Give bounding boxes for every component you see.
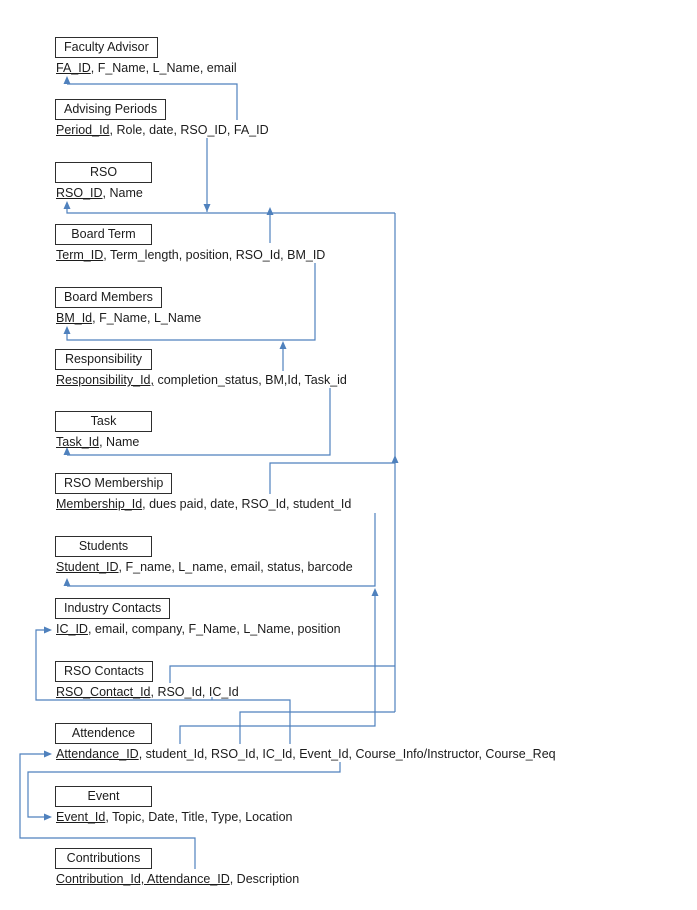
connector-advising-periods-to-faculty-advisor <box>63 76 238 120</box>
faculty-advisor-attributes: , F_Name, L_Name, email <box>90 61 237 75</box>
responsibility-fields: Responsibility_Id, completion_status, BM… <box>56 373 347 387</box>
advising-periods-fields: Period_Id, Role, date, RSO_ID, FA_ID <box>56 123 269 137</box>
connector-responsibility-to-task <box>63 388 331 456</box>
connector-board-term-to-rso <box>266 207 274 243</box>
attendence-fields: Attendance_ID, student_Id, RSO_Id, IC_Id… <box>56 747 556 761</box>
industry-contacts-box[interactable]: Industry Contacts <box>55 598 171 619</box>
industry-contacts-attributes: , email, company, F_Name, L_Name, positi… <box>87 622 341 636</box>
rso-attributes: , Name <box>102 186 143 200</box>
rso-membership-box[interactable]: RSO Membership <box>55 473 173 494</box>
attendence-primary-key: Attendance_ID <box>56 747 139 761</box>
event-primary-key: Event_Id <box>56 810 106 824</box>
contributions-box[interactable]: Contributions <box>55 848 152 869</box>
connector-contributions-to-attendance <box>19 750 196 869</box>
students-attributes: , F_name, L_name, email, status, barcode <box>118 560 353 574</box>
responsibility-attributes: completion_status, BM,Id, Task_id <box>153 373 347 387</box>
rso-membership-attributes: , dues paid, date, RSO_Id, student_Id <box>142 497 352 511</box>
rso-contacts-attributes: , RSO_Id, IC_Id <box>150 685 239 699</box>
advising-periods-attributes: , Role, date, RSO_ID, FA_ID <box>109 123 269 137</box>
industry-contacts-primary-key: IC_ID <box>56 622 88 636</box>
rso-box[interactable]: RSO <box>55 162 152 183</box>
connector-advising-periods-to-rso <box>203 138 211 212</box>
responsibility-primary-key: Responsibility_Id, <box>56 373 154 387</box>
board-term-box[interactable]: Board Term <box>55 224 152 245</box>
event-box[interactable]: Event <box>55 786 152 807</box>
students-box[interactable]: Students <box>55 536 152 557</box>
connector-bus-to-rso <box>63 201 395 214</box>
event-fields: Event_Id, Topic, Date, Title, Type, Loca… <box>56 810 293 824</box>
advising-periods-box[interactable]: Advising Periods <box>55 99 167 120</box>
connector-responsibility-to-board-members <box>279 341 287 371</box>
connector-rso-contacts-to-rso <box>169 665 395 683</box>
faculty-advisor-primary-key: FA_ID <box>56 61 91 75</box>
rso-fields: RSO_ID, Name <box>56 186 143 200</box>
board-term-fields: Term_ID, Term_length, position, RSO_Id, … <box>56 248 325 262</box>
board-term-attributes: , Term_length, position, RSO_Id, BM_ID <box>103 248 326 262</box>
students-primary-key: Student_ID <box>56 560 119 574</box>
rso-membership-fields: Membership_Id, dues paid, date, RSO_Id, … <box>56 497 351 511</box>
task-attributes: , Name <box>99 435 140 449</box>
board-members-box[interactable]: Board Members <box>55 287 162 308</box>
connector-board-term-to-board-members <box>63 263 316 341</box>
task-box[interactable]: Task <box>55 411 152 432</box>
attendence-box[interactable]: Attendence <box>55 723 152 744</box>
responsibility-box[interactable]: Responsibility <box>55 349 152 370</box>
event-attributes: , Topic, Date, Title, Type, Location <box>105 810 293 824</box>
connector-attendance-to-event <box>27 762 341 821</box>
rso-contacts-box[interactable]: RSO Contacts <box>55 661 153 682</box>
board-members-primary-key: BM_Id <box>56 311 93 325</box>
connector-rso-membership-to-rso <box>269 462 395 494</box>
task-primary-key: Task_Id <box>56 435 100 449</box>
contributions-fields: Contribution_Id, Attendance_ID, Descript… <box>56 872 299 886</box>
connector-attendance-to-rso <box>239 711 395 744</box>
students-fields: Student_ID, F_name, L_name, email, statu… <box>56 560 353 574</box>
faculty-advisor-fields: FA_ID, F_Name, L_Name, email <box>56 61 237 75</box>
task-fields: Task_Id, Name <box>56 435 139 449</box>
rso-contacts-fields: RSO_Contact_Id, RSO_Id, IC_Id <box>56 685 239 699</box>
board-term-primary-key: Term_ID <box>56 248 104 262</box>
industry-contacts-fields: IC_ID, email, company, F_Name, L_Name, p… <box>56 622 341 636</box>
faculty-advisor-box[interactable]: Faculty Advisor <box>55 37 158 58</box>
contributions-primary-key: Contribution_Id, Attendance_ID <box>56 872 230 886</box>
rso-primary-key: RSO_ID <box>56 186 103 200</box>
connector-to-industry-contacts <box>35 626 291 744</box>
rso-contacts-primary-key: RSO_Contact_Id <box>56 685 151 699</box>
contributions-attributes: , Description <box>229 872 300 886</box>
board-members-attributes: , F_Name, L_Name <box>92 311 202 325</box>
board-members-fields: BM_Id, F_Name, L_Name <box>56 311 201 325</box>
connector-rso-membership-to-students <box>63 513 376 587</box>
advising-periods-primary-key: Period_Id <box>56 123 110 137</box>
rso-membership-primary-key: Membership_Id <box>56 497 143 511</box>
connector-attendance-to-students <box>179 588 379 744</box>
attendence-attributes: , student_Id, RSO_Id, IC_Id, Event_Id, C… <box>138 747 556 761</box>
